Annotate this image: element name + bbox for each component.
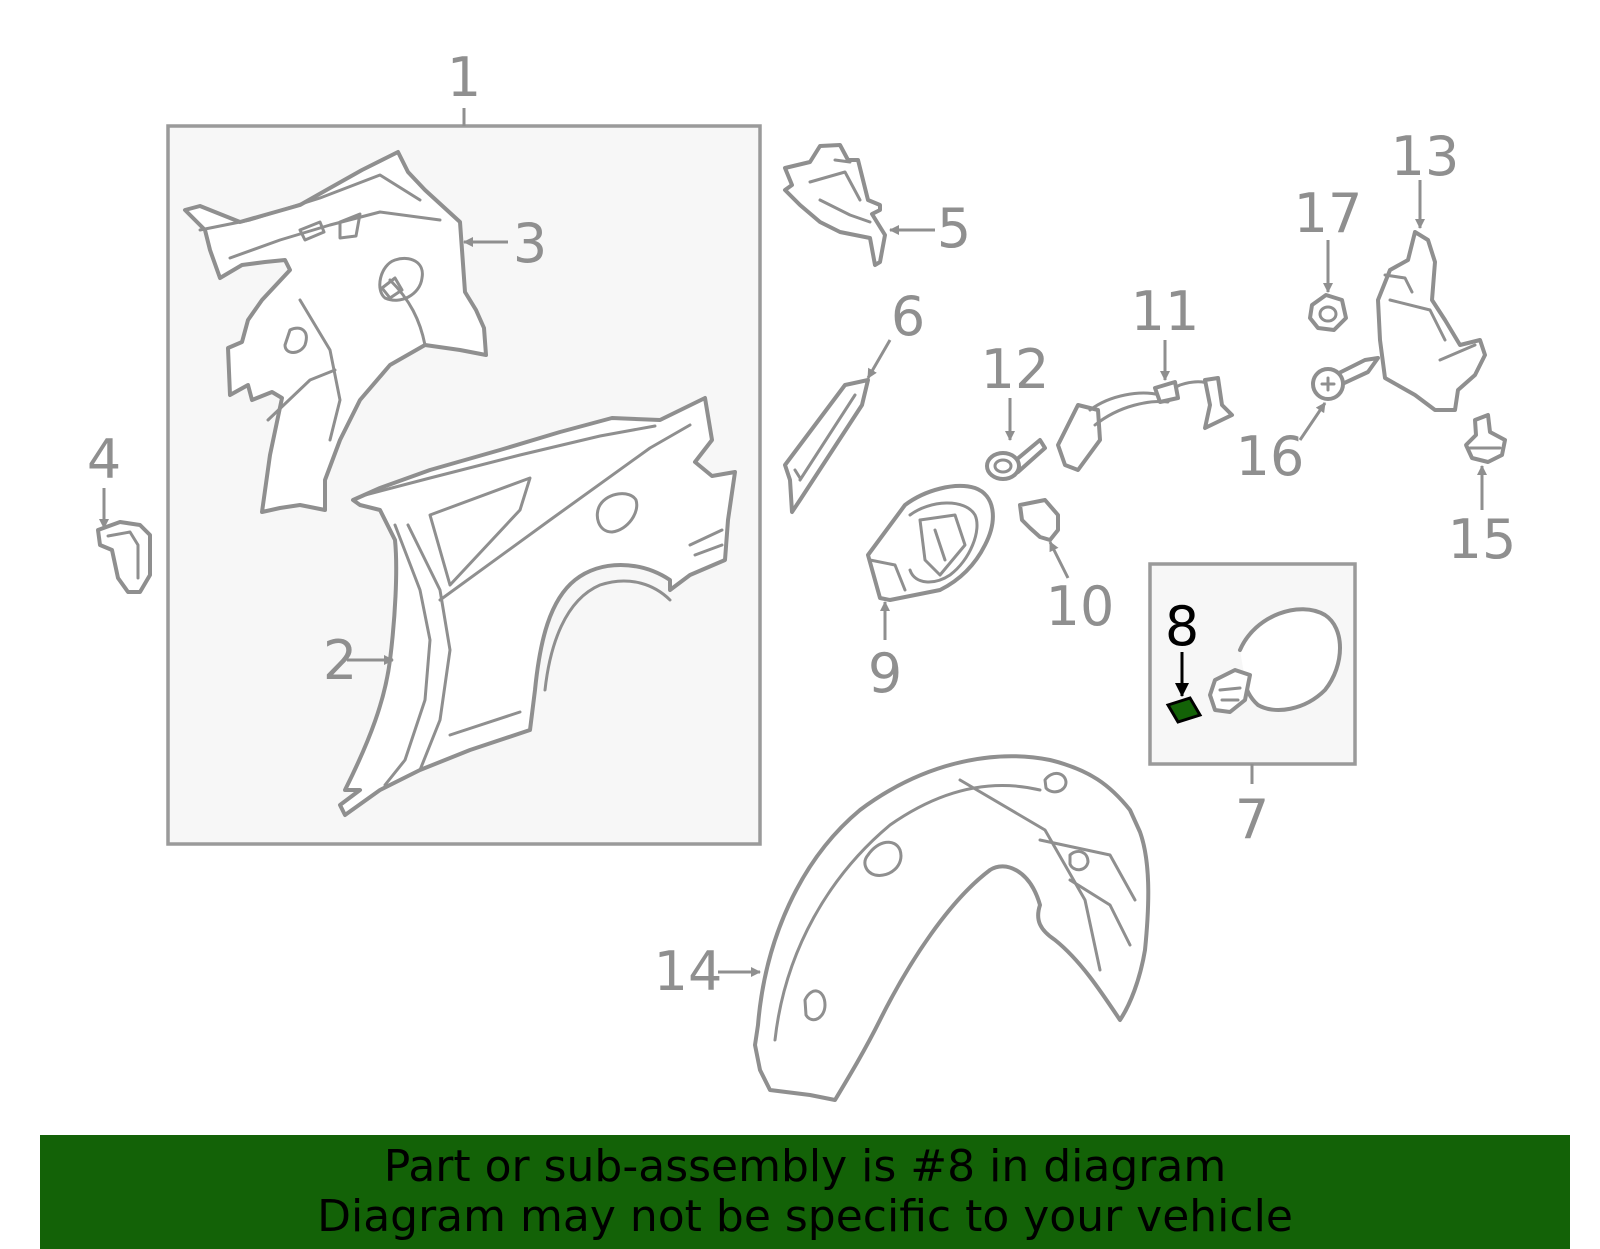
callout-4: 4 bbox=[87, 428, 121, 491]
callout-15: 15 bbox=[1448, 508, 1517, 571]
part-16-screw bbox=[1311, 356, 1380, 401]
callout-1: 1 bbox=[447, 46, 481, 109]
banner-line-2: Diagram may not be specific to your vehi… bbox=[317, 1191, 1293, 1242]
banner-line-1: Part or sub-assembly is #8 in diagram bbox=[383, 1141, 1227, 1192]
part-5-bracket bbox=[783, 143, 887, 267]
callout-5: 5 bbox=[937, 197, 971, 260]
info-banner: Part or sub-assembly is #8 in diagram Di… bbox=[40, 1135, 1570, 1249]
part-3-inner-panel bbox=[183, 150, 488, 514]
callout-14: 14 bbox=[654, 940, 723, 1003]
callout-2: 2 bbox=[323, 629, 357, 692]
part-7-fuel-door bbox=[1208, 607, 1342, 714]
callout-17: 17 bbox=[1294, 182, 1363, 245]
part-10-seal bbox=[1018, 498, 1060, 542]
part-17-nut bbox=[1308, 293, 1348, 332]
callout-6: 6 bbox=[891, 285, 925, 348]
part-14-liner bbox=[753, 754, 1151, 1102]
part-15-clip bbox=[1464, 413, 1507, 464]
callout-9: 9 bbox=[868, 642, 902, 705]
callout-12: 12 bbox=[981, 338, 1050, 401]
part-8-highlighted bbox=[1165, 696, 1203, 724]
callout-10: 10 bbox=[1046, 575, 1115, 638]
callout-3: 3 bbox=[513, 212, 547, 275]
part-13-mudflap bbox=[1376, 230, 1487, 412]
part-12-bolt bbox=[985, 438, 1047, 481]
part-9-housing bbox=[866, 483, 995, 602]
callout-7: 7 bbox=[1235, 788, 1269, 851]
part-11-actuator bbox=[1056, 376, 1234, 472]
callout-16: 16 bbox=[1236, 425, 1305, 488]
part-2-quarter-panel bbox=[338, 396, 737, 817]
part-4-bracket bbox=[96, 520, 152, 594]
callout-8: 8 bbox=[1165, 595, 1199, 658]
callout-11: 11 bbox=[1131, 280, 1200, 343]
callout-13: 13 bbox=[1391, 125, 1460, 188]
part-6-strip bbox=[783, 378, 870, 514]
